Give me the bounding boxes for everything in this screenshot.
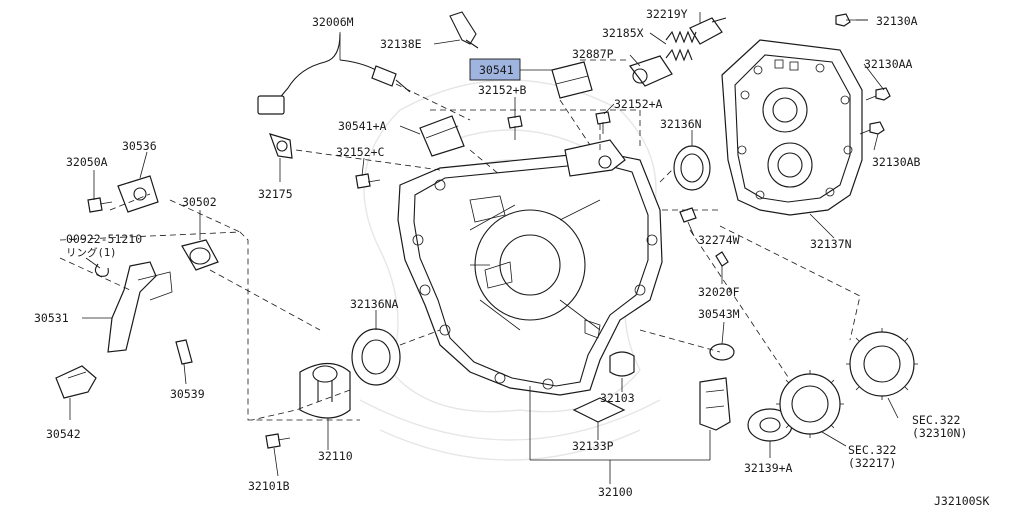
- label-00922-51210: 00922-51210: [66, 232, 142, 246]
- gear-32310N[interactable]: [846, 328, 918, 400]
- harness-32006M[interactable]: [257, 33, 411, 115]
- dowel-32274W[interactable]: [679, 207, 697, 223]
- label-30539: 30539: [170, 387, 205, 401]
- label-32138E: 32138E: [380, 37, 422, 51]
- label-32887P: 32887P: [572, 47, 614, 61]
- bearing-30502[interactable]: [181, 239, 219, 271]
- gasket-32133P[interactable]: [572, 397, 626, 423]
- diagram-code: J32100SK: [934, 494, 989, 508]
- pad-30541A[interactable]: [419, 115, 465, 157]
- label-32175: 32175: [258, 187, 293, 201]
- label-sec322-b: SEC.322: [848, 443, 896, 457]
- label-32152B: 32152+B: [478, 83, 527, 97]
- transmission-case-32100[interactable]: [397, 139, 663, 396]
- label-30541A: 30541+A: [338, 119, 387, 133]
- label-ring: リング(1): [66, 246, 116, 259]
- label-32100: 32100: [598, 485, 633, 499]
- label-30531: 30531: [34, 311, 69, 325]
- label-30542: 30542: [46, 427, 81, 441]
- label-32101B: 32101B: [248, 479, 290, 493]
- breather-32138E[interactable]: [449, 11, 479, 49]
- label-32130AB: 32130AB: [872, 155, 921, 169]
- bolt-32101B[interactable]: [265, 433, 291, 449]
- fork-30531[interactable]: [107, 261, 173, 353]
- label-32152A: 32152+A: [614, 97, 663, 111]
- label-32137N: 32137N: [810, 237, 852, 251]
- label-sec322-a: SEC.322: [912, 413, 960, 427]
- label-32020F: 32020F: [698, 285, 740, 299]
- label-30502: 30502: [182, 195, 217, 209]
- bolt-32130AB[interactable]: [859, 121, 885, 135]
- bolt-32152C[interactable]: [355, 173, 381, 189]
- bolt-32130AA[interactable]: [865, 87, 891, 101]
- label-32133P: 32133P: [572, 439, 614, 453]
- pad-30541[interactable]: [551, 61, 593, 99]
- label-32219Y: 32219Y: [646, 7, 688, 21]
- bracket[interactable]: [699, 377, 731, 431]
- label-32139A: 32139+A: [744, 461, 793, 475]
- label-32006M: 32006M: [312, 15, 354, 29]
- gear-32217[interactable]: [776, 370, 844, 438]
- oil-seal-32136N[interactable]: [673, 145, 711, 191]
- label-32185X: 32185X: [602, 26, 644, 40]
- sensor-32219Y[interactable]: [689, 17, 727, 45]
- label-32110: 32110: [318, 449, 353, 463]
- labels: 32006M 32138E 32219Y 32185X 32887P 32130…: [34, 7, 989, 508]
- retainer-32110[interactable]: [299, 362, 351, 419]
- rear-housing-32137N[interactable]: [721, 39, 863, 216]
- boot-30542[interactable]: [55, 365, 97, 399]
- bolt-32152B[interactable]: [507, 115, 523, 140]
- pin-30539[interactable]: [175, 339, 193, 365]
- label-30536: 30536: [122, 139, 157, 153]
- label-32130A: 32130A: [876, 14, 918, 28]
- pivot-30536[interactable]: [117, 175, 159, 213]
- label-32310N: (32310N): [912, 426, 967, 440]
- label-32152C: 32152+C: [336, 145, 385, 159]
- pin-32020F[interactable]: [715, 251, 729, 267]
- label-32103: 32103: [600, 391, 635, 405]
- lever-32887P[interactable]: [629, 55, 673, 87]
- spring-32185X[interactable]: [665, 30, 697, 62]
- label-30543M: 30543M: [698, 307, 740, 321]
- label-32050A: 32050A: [66, 155, 108, 169]
- label-32136NA: 32136NA: [350, 297, 399, 311]
- label-32136N: 32136N: [660, 117, 702, 131]
- seal-32136NA[interactable]: [351, 328, 401, 386]
- label-32217: (32217): [848, 456, 896, 470]
- plug-32103[interactable]: [609, 351, 635, 377]
- label-32130AA: 32130AA: [864, 57, 913, 71]
- plug-30543M[interactable]: [709, 343, 735, 361]
- highlight-box: [469, 58, 521, 81]
- label-30541: 30541: [479, 63, 514, 77]
- clip-32175[interactable]: [269, 133, 293, 159]
- label-32274W: 32274W: [698, 233, 740, 247]
- bolt-32050A[interactable]: [87, 197, 113, 213]
- bolt-32152A[interactable]: [595, 111, 611, 134]
- leader-lines: [59, 12, 899, 484]
